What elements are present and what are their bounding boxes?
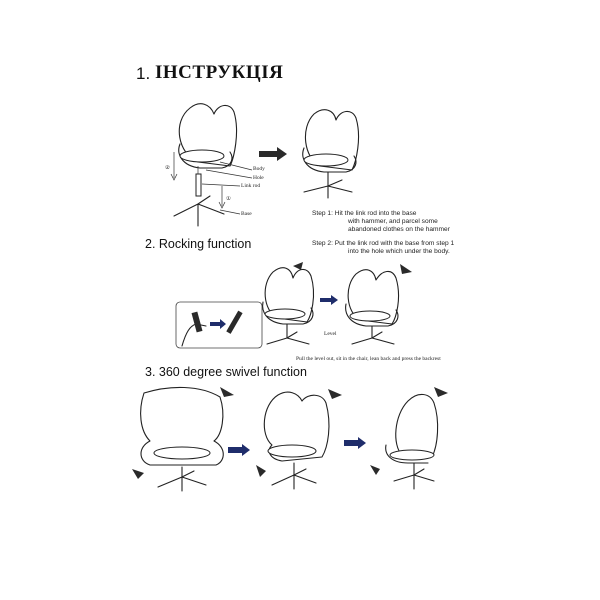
swivel-chair-illustration-3 (370, 387, 448, 490)
chair-exploded-diagram (170, 103, 253, 227)
right-arrow-icon (259, 147, 287, 161)
page-title: ІНСТРУКЦІЯ (155, 62, 284, 83)
swivel-arrow-icon-1 (228, 444, 250, 456)
label-base: Base (241, 211, 252, 217)
rocking-chair-illustration-1 (262, 262, 315, 345)
label-level: Level (324, 331, 337, 337)
step1-line: with hammer, and parcel some (348, 218, 438, 225)
swivel-chair-illustration-1 (132, 386, 234, 492)
step2-text: Step 2: Put the link rod with the base f… (312, 240, 512, 256)
step1-line: Step 1: Hit the link rod into the base (312, 210, 417, 217)
rocking-chair-illustration-2 (345, 264, 412, 345)
lever-inset-illustration (175, 301, 263, 349)
swivel-chair-illustration-2 (256, 389, 342, 490)
assembled-chair-illustration (302, 109, 360, 199)
label-body: Body (253, 166, 265, 172)
label-marker-2: ② (165, 165, 170, 171)
swivel-arrow-icon-2 (344, 437, 366, 449)
step2-line: into the hole which under the body. (348, 248, 450, 255)
label-hole: Hole (253, 175, 264, 181)
label-link-rod: Link rod (241, 183, 261, 189)
section-rocking-title: 2. Rocking function (145, 237, 252, 251)
step2-line: Step 2: Put the link rod with the base f… (312, 240, 455, 247)
rocking-caption: Pull the level out, sit in the chair, le… (296, 356, 441, 362)
label-marker-1: ① (226, 196, 231, 202)
step1-text: Step 1: Hit the link rod into the base w… (312, 210, 482, 234)
heading-number: 1. (136, 64, 151, 83)
step1-line: abandoned clothes on the hammer (348, 226, 450, 233)
section-swivel-title: 3. 360 degree swivel function (145, 365, 307, 379)
rocking-arrow-icon (320, 295, 338, 305)
